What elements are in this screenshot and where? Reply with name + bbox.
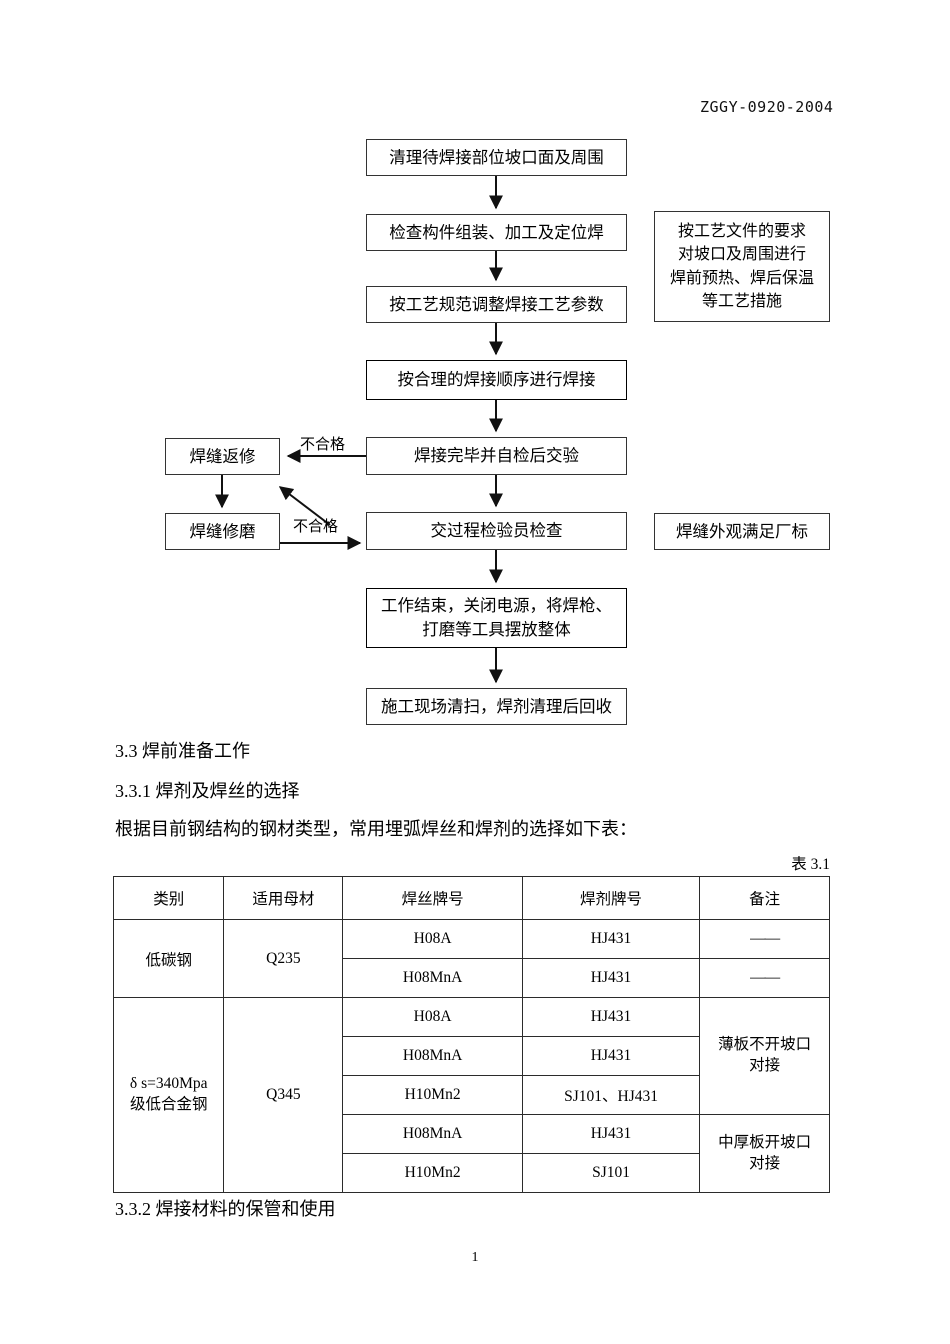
table-header-remarks: 备注 [699,876,830,920]
page-number: 1 [471,1250,479,1265]
table-row: δ s=340Mpa 级低合金钢 Q345 H08A HJ431 薄板不开坡口 … [112,997,830,1193]
flow-node-text: 交过程检验员检查 [430,521,563,541]
cell-remark-line: 中厚板开坡口 [718,1133,812,1151]
table-row: H08MnA HJ431 中厚板开坡口 对接 [114,1114,830,1193]
flow-node-text-block: 工作结束，关闭电源，将焊枪、 打磨等工具摆放整体 [381,594,612,642]
flow-note-text-line: 等工艺措施 [701,292,782,310]
flow-note-text: 焊缝外观满足厂标 [676,521,808,541]
flow-node-weld-repair: 焊缝返修 [165,438,280,475]
flow-node-text: 清理待焊接部位坡口面及周围 [389,147,604,167]
flow-node-site-cleanup: 施工现场清扫，焊剂清理后回收 [366,688,627,725]
flow-node-inspector-check: 交过程检验员检查 [366,512,627,550]
flow-note-preheat-postheat: 按工艺文件的要求 对坡口及周围进行 焊前预热、焊后保温 等工艺措施 [654,211,830,322]
edge-label-unqualified-2: 不合格 [293,519,339,535]
flow-node-text: 按工艺规范调整焊接工艺参数 [389,294,604,314]
flow-node-self-check: 焊接完毕并自检后交验 [366,437,627,475]
flow-note-text-line: 对坡口及周围进行 [677,246,806,264]
flow-node-text-line: 打磨等工具摆放整体 [422,620,571,639]
flowchart-connectors [215,175,503,684]
table-caption: 表 3.1 [791,856,830,873]
cell-flux-grade: HJ431 [521,1114,701,1154]
flow-node-text: 焊缝修磨 [189,521,256,541]
flow-node-text: 焊缝返修 [189,446,256,466]
document-code: ZGGY-0920-2004 [700,98,834,116]
cell-remark-line: 对接 [749,1154,781,1172]
flow-node-weld-grinding: 焊缝修磨 [165,513,280,550]
heading-3-3-2: 3.3.2 焊接材料的保管和使用 [115,1199,336,1219]
cell-category-line: δ s=340Mpa [129,1075,208,1093]
cell-flux-grade: SJ101、HJ431 [521,1075,701,1115]
cell-wire-grade: H08A [342,997,523,1037]
cell-remark-thick-plate: 中厚板开坡口 对接 [699,1114,830,1193]
table-row: H10Mn2 SJ101 [114,1153,830,1193]
table-header-base-metal: 适用母材 [223,876,344,920]
flow-node-text: 按合理的焊接顺序进行焊接 [397,370,596,390]
flow-note-weld-appearance: 焊缝外观满足厂标 [654,513,830,550]
cell-remark-thin-plate: 薄板不开坡口 对接 [699,997,830,1115]
flow-node-finish-work: 工作结束，关闭电源，将焊枪、 打磨等工具摆放整体 [366,588,627,648]
cell-flux-grade: SJ101 [521,1153,701,1193]
flow-node-clean-groove: 清理待焊接部位坡口面及周围 [366,139,627,176]
edge-label-unqualified-1: 不合格 [300,437,346,453]
flow-node-inspect-assembly: 检查构件组装、加工及定位焊 [366,214,627,251]
cell-base-metal-q345: Q345 [223,997,344,1193]
cell-category-line: 级低合金钢 [129,1096,208,1113]
cell-category-low-alloy: δ s=340Mpa 级低合金钢 [112,997,225,1193]
table-header-row: 类别 适用母材 焊丝牌号 焊剂牌号 备注 [112,876,830,920]
cell-remark-line: 薄板不开坡口 [718,1036,812,1054]
cell-flux-grade: HJ431 [521,1036,701,1076]
cell-wire-grade: H08MnA [342,1114,523,1154]
flow-node-text: 施工现场清扫，焊剂清理后回收 [381,696,612,716]
cell-wire-grade: H10Mn2 [342,1153,523,1193]
flow-note-text-line: 按工艺文件的要求 [677,223,806,241]
heading-3-3-1: 3.3.1 焊剂及焊丝的选择 [115,781,300,801]
flow-node-text-line: 工作结束，关闭电源，将焊枪、 [381,596,612,616]
flow-node-adjust-parameters: 按工艺规范调整焊接工艺参数 [366,286,627,323]
cell-remark-line: 对接 [749,1057,781,1074]
table-header-flux-grade: 焊剂牌号 [521,876,701,920]
flow-note-text-line: 焊前预热、焊后保温 [669,269,814,287]
cell-wire-grade: H08A [342,919,523,959]
paragraph-wire-flux-intro: 根据目前钢结构的钢材类型，常用埋弧焊丝和焊剂的选择如下表： [115,819,637,839]
table-row: H10Mn2 SJ101、HJ431 [114,1075,830,1115]
heading-3-3: 3.3 焊前准备工作 [115,741,250,761]
cell-flux-grade: HJ431 [521,997,701,1037]
cell-wire-grade: H08MnA [342,958,523,998]
table-row: H08MnA HJ431 [114,1036,830,1076]
cell-category-low-carbon: 低碳钢 [112,919,225,998]
flow-node-text: 焊接完毕并自检后交验 [414,446,579,466]
wire-flux-selection-table: 类别 适用母材 焊丝牌号 焊剂牌号 备注 低碳钢 Q235 H08A HJ431… [112,876,830,1193]
flow-note-text-block: 按工艺文件的要求 对坡口及周围进行 焊前预热、焊后保温 等工艺措施 [670,220,814,313]
table-header-category: 类别 [112,876,225,920]
cell-base-metal-q235: Q235 [223,919,344,998]
cell-remark: —— [699,958,830,998]
cell-flux-grade: HJ431 [521,919,701,959]
cell-wire-grade: H10Mn2 [342,1075,523,1115]
flow-node-weld-sequence: 按合理的焊接顺序进行焊接 [366,360,627,400]
cell-remark: —— [699,919,830,959]
flow-node-text: 检查构件组装、加工及定位焊 [389,222,604,242]
table-header-wire-grade: 焊丝牌号 [342,876,523,920]
cell-wire-grade: H08MnA [342,1036,523,1076]
cell-flux-grade: HJ431 [521,958,701,998]
welding-process-flowchart: 清理待焊接部位坡口面及周围 检查构件组装、加工及定位焊 按工艺规范调整焊接工艺参… [165,139,830,725]
table-row: 低碳钢 Q235 H08A HJ431 —— [112,919,830,998]
